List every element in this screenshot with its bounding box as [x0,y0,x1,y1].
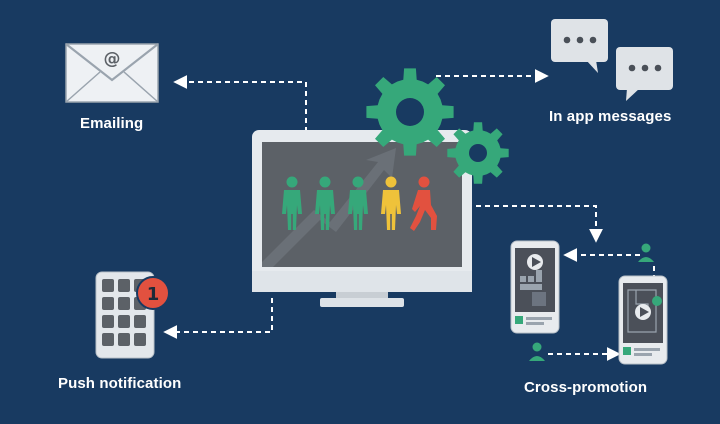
arrow-to-cross-promotion [476,205,603,243]
person-figure-churning [410,176,437,231]
keypad-key [118,297,130,310]
keypad-key [102,315,114,328]
notification-badge: 1 [136,276,170,310]
person-figure-active [348,176,368,230]
user-icon-bottom [529,342,545,361]
person-figure-active [315,176,335,230]
growth-arrow-icon [262,148,396,267]
arrow-to-emailing [173,75,307,132]
emailing-label: Emailing [80,115,144,132]
keypad-key [102,279,114,292]
notification-count: 1 [147,284,160,305]
person-figure-active [282,176,302,230]
person-figure-at-risk [381,176,401,230]
keypad-key [118,279,130,292]
chat-bubbles-icon [551,19,673,101]
small-gear-icon [447,122,509,184]
large-gear-icon [366,68,454,156]
at-symbol: @ [104,49,121,69]
keypad-key [102,297,114,310]
keypad-key [134,333,146,346]
phone-screen-left [510,240,560,334]
keypad-key [118,333,130,346]
push-notification-label: Push notification [58,375,182,392]
arrow-to-push-notification [163,298,273,339]
cross-promotion-label: Cross-promotion [524,379,648,396]
keypad-key [134,315,146,328]
keypad-key [118,315,130,328]
envelope-icon: @ [65,43,159,103]
user-figures [282,176,437,231]
user-icon-top [638,243,654,262]
in-app-messages-label: In app messages [549,108,672,125]
phone-screen-right [618,275,668,365]
keypad-key [102,333,114,346]
